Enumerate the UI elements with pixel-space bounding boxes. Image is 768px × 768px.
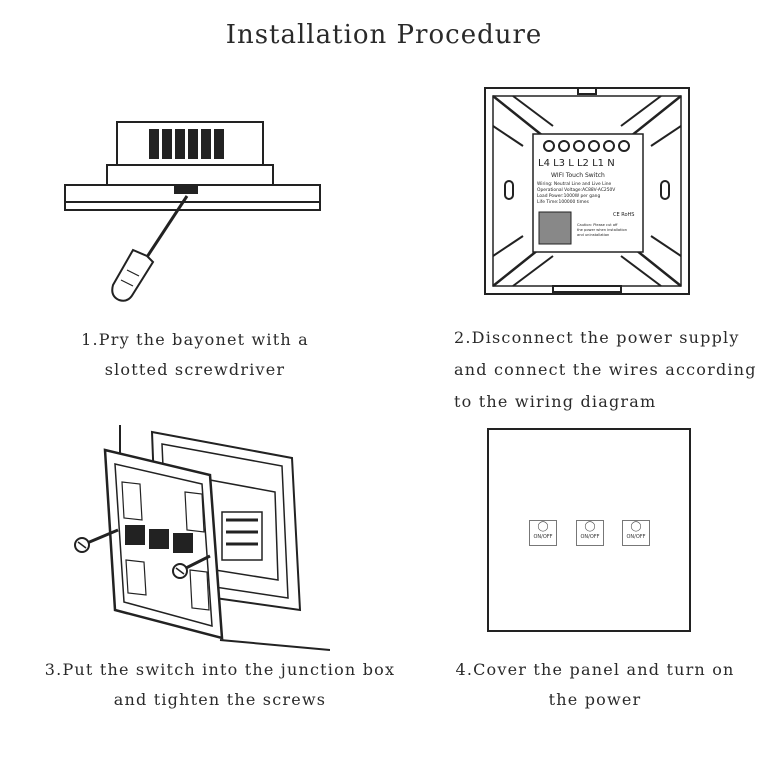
step2-line1: 2.Disconnect the power supply — [454, 328, 740, 347]
step2-line3: to the wiring diagram — [454, 392, 657, 411]
spec-wiring: Wiring: Neutral Line and Live Line — [537, 181, 612, 187]
step1-line2: slotted screwdriver — [104, 360, 286, 379]
touch-key-1: ◯ ON/OFF — [529, 520, 557, 546]
touch-key-3: ◯ ON/OFF — [622, 520, 650, 546]
touch-key-3-label: ON/OFF — [626, 534, 646, 540]
bulb-icon: ◯ — [584, 521, 596, 532]
page-title: Installation Procedure — [225, 20, 543, 50]
touch-key-2: ◯ ON/OFF — [576, 520, 604, 546]
caution-line3: and uninstallation — [577, 233, 609, 237]
step4-line1: 4.Cover the panel and turn on — [455, 660, 735, 679]
step1-illustration — [64, 121, 321, 302]
step4-illustration: ◯ ON/OFF ◯ ON/OFF ◯ ON/OFF — [487, 428, 691, 632]
step2-caption: 2.Disconnect the power supply and connec… — [454, 322, 764, 418]
step3-line2: and tighten the screws — [113, 690, 327, 709]
bulb-icon: ◯ — [630, 521, 642, 532]
step3-line1: 3.Put the switch into the junction box — [44, 660, 396, 679]
spec-load: Load Power:1000W per gang — [537, 193, 600, 199]
step1-caption: 1.Pry the bayonet with a slotted screwdr… — [40, 325, 350, 385]
step2-line2: and connect the wires according — [454, 360, 757, 379]
touch-key-2-label: ON/OFF — [580, 534, 600, 540]
step1-line1: 1.Pry the bayonet with a — [81, 330, 309, 349]
caution-line1: Caution: Please cut off — [577, 223, 618, 227]
step3-caption: 3.Put the switch into the junction box a… — [20, 655, 420, 715]
model-label: WIFI Touch Switch — [551, 172, 605, 179]
spec-voltage: Operational Voltage:AC88V-AC250V — [537, 187, 615, 193]
step4-caption: 4.Cover the panel and turn on the power — [440, 655, 750, 715]
terminal-labels: L4 L3 L L2 L1 N — [538, 158, 615, 169]
touch-key-1-label: ON/OFF — [533, 534, 553, 540]
spec-life: Life Time:100000 times — [537, 199, 590, 205]
bulb-icon: ◯ — [537, 521, 549, 532]
step4-line2: the power — [548, 690, 642, 709]
cert-label: CE RoHS — [613, 212, 634, 218]
caution-line2: the power when installation — [577, 228, 627, 232]
step2-illustration: L4 L3 L L2 L1 N WIFI Touch Switch Wiring… — [484, 87, 690, 295]
step3-illustration — [74, 425, 330, 651]
